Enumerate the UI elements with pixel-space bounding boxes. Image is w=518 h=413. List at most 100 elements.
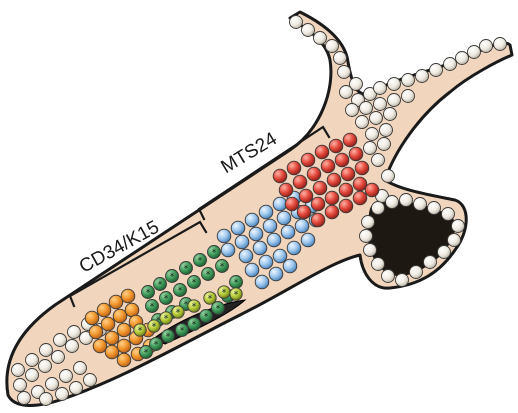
red-cell <box>315 145 329 159</box>
stem-cell-marker: * <box>216 304 221 315</box>
orange-cell <box>105 331 119 345</box>
stem-cell-marker: * <box>208 294 213 305</box>
white-cell <box>414 198 427 211</box>
stem-cell-marker: * <box>180 326 185 337</box>
stem-cell-marker: * <box>212 248 217 259</box>
stem-cell-marker: * <box>220 262 225 273</box>
red-cell <box>285 197 299 211</box>
white-cell <box>424 256 437 269</box>
red-cell <box>353 177 367 191</box>
blue-cell <box>301 233 315 247</box>
blue-cell <box>255 275 269 289</box>
red-cell <box>365 183 379 197</box>
orange-cell <box>113 309 127 323</box>
white-cell <box>40 344 53 357</box>
red-cell <box>279 183 293 197</box>
stem-cell-marker: * <box>184 264 189 275</box>
stem-cell-marker: * <box>222 288 227 299</box>
white-cell <box>382 170 395 183</box>
blue-cell <box>245 263 259 277</box>
white-cell <box>68 326 81 339</box>
white-cell <box>52 351 65 364</box>
white-cell <box>360 230 373 243</box>
stem-cell-marker: * <box>198 256 203 267</box>
red-cell <box>343 133 357 147</box>
stem-cell-marker: * <box>158 280 163 291</box>
white-cell <box>334 52 347 65</box>
white-cell <box>70 382 83 395</box>
white-cell <box>372 202 385 215</box>
blue-cell <box>245 213 259 227</box>
red-cell <box>297 205 311 219</box>
white-cell <box>384 108 397 121</box>
white-cell <box>410 266 423 279</box>
stem-cell-marker: * <box>164 294 169 305</box>
white-cell <box>66 340 79 353</box>
orange-cell <box>89 325 103 339</box>
white-cell <box>338 66 351 79</box>
white-cell <box>480 40 493 53</box>
white-cell <box>290 16 303 29</box>
white-cell <box>40 393 53 406</box>
red-cell <box>325 205 339 219</box>
white-cell <box>428 202 441 215</box>
white-cell <box>388 94 401 107</box>
white-cell <box>12 364 25 377</box>
white-cell <box>18 392 31 405</box>
white-cell <box>39 360 52 373</box>
orange-cell <box>117 323 131 337</box>
orange-cell <box>93 339 107 353</box>
white-cell <box>402 74 415 87</box>
red-cell <box>301 153 315 167</box>
white-cell <box>302 24 315 37</box>
blue-cell <box>259 255 273 269</box>
white-cell <box>364 244 377 257</box>
white-cell <box>346 104 359 117</box>
blue-cell <box>253 241 267 255</box>
orange-cell <box>97 303 111 317</box>
stem-cell-marker: * <box>192 320 197 331</box>
white-cell <box>360 102 373 115</box>
white-cell <box>364 142 377 155</box>
stem-cell-marker: * <box>204 312 209 323</box>
white-cell <box>430 64 443 77</box>
orange-cell <box>117 339 131 353</box>
white-cell <box>60 370 73 383</box>
white-cell <box>388 78 401 91</box>
red-cell <box>287 161 301 175</box>
white-cell <box>26 369 39 382</box>
red-cell <box>313 181 327 195</box>
white-cell <box>396 274 409 287</box>
blue-cell <box>295 219 309 233</box>
white-cell <box>374 98 387 111</box>
white-cell <box>14 379 27 392</box>
red-cell <box>273 169 287 183</box>
orange-cell <box>105 345 119 359</box>
blue-cell <box>267 233 281 247</box>
blue-cell <box>273 249 287 263</box>
red-cell <box>311 197 325 211</box>
white-cell <box>54 334 67 347</box>
red-cell <box>311 213 325 227</box>
white-cell <box>366 128 379 141</box>
white-cell <box>382 270 395 283</box>
red-cell <box>335 153 349 167</box>
red-cell <box>321 159 335 173</box>
stem-cell-marker: * <box>178 286 183 297</box>
red-cell <box>353 191 367 205</box>
white-cell <box>46 378 59 391</box>
blue-cell <box>235 235 249 249</box>
white-cell <box>386 196 399 209</box>
blue-cell <box>281 225 295 239</box>
white-cell <box>26 354 39 367</box>
white-cell <box>372 154 385 167</box>
red-cell <box>339 183 353 197</box>
white-cell <box>452 220 465 233</box>
stem-cell-marker: * <box>146 288 151 299</box>
red-cell <box>349 147 363 161</box>
blue-cell <box>259 205 273 219</box>
orange-cell <box>125 303 139 317</box>
stem-cell-marker: * <box>166 332 171 343</box>
blue-cell <box>249 227 263 241</box>
